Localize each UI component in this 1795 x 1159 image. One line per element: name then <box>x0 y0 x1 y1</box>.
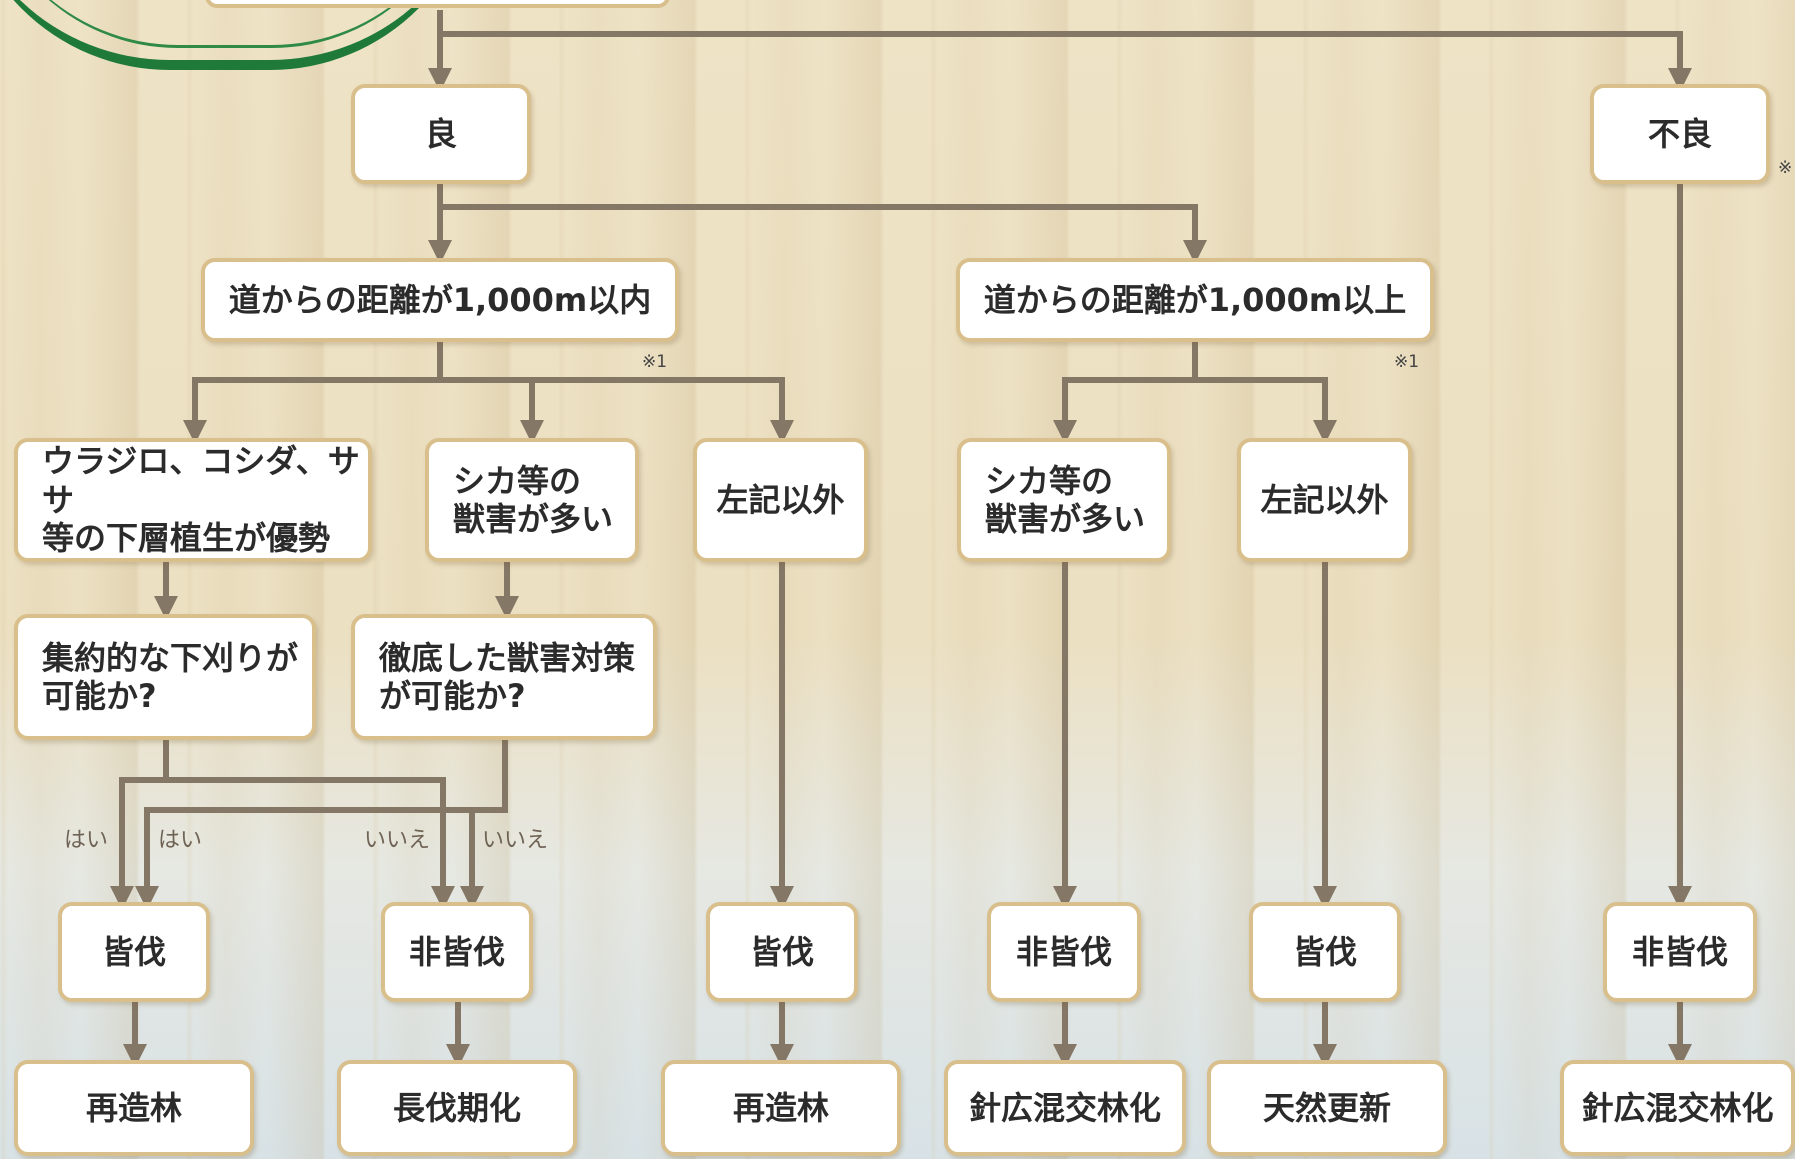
undergrowth-box: ウラジロ、コシダ、ササ 等の下層植生が優勢 <box>14 438 372 562</box>
other-box-a: 左記以外 <box>693 438 868 562</box>
deer-damage-box-a: シカ等の 獣害が多い <box>425 438 639 562</box>
other-box-b: 左記以外 <box>1237 438 1412 562</box>
clearcut-box-3: 皆伐 <box>1249 902 1401 1002</box>
connector-control-yes <box>135 807 472 910</box>
distance-beyond-box: 道からの距離が1,000m以上 <box>956 258 1434 342</box>
connector-weeding-no <box>166 777 455 910</box>
clearcut-box-2: 皆伐 <box>706 902 858 1002</box>
selective-box-3: 非皆伐 <box>1603 902 1757 1002</box>
connector-top-bar <box>440 31 1692 92</box>
selective-box-1: 非皆伐 <box>381 902 533 1002</box>
selective-box-2: 非皆伐 <box>987 902 1141 1002</box>
outcome-long-rotation: 長伐期化 <box>337 1060 577 1156</box>
distance-within-box: 道からの距離が1,000m以内 <box>201 258 679 342</box>
good-box: 良 <box>351 84 531 184</box>
label-no-2: いいえ <box>482 828 549 853</box>
outcome-mixed-forest-1: 針広混交林化 <box>944 1060 1186 1156</box>
deer-damage-box-b: シカ等の 獣害が多い <box>957 438 1171 562</box>
poor-box: 不良 <box>1590 84 1770 184</box>
outcome-natural-regeneration: 天然更新 <box>1207 1060 1447 1156</box>
connector-beyond-deer <box>1053 342 1198 444</box>
pest-control-question: 徹底した獣害対策 が可能か? <box>351 614 657 740</box>
intensive-weeding-question: 集約的な下刈りが 可能か? <box>14 614 316 740</box>
connector-weeding-yes <box>110 740 169 910</box>
connector-within-other <box>532 377 794 444</box>
label-yes-1: はい <box>64 828 109 853</box>
note-within: ※1 <box>642 352 668 372</box>
connector-within-deer <box>440 377 544 444</box>
label-yes-2: はい <box>158 828 203 853</box>
connector-beyond-other <box>1195 377 1337 444</box>
clearcut-box-1: 皆伐 <box>58 902 210 1002</box>
outcome-mixed-forest-2: 針広混交林化 <box>1560 1060 1795 1156</box>
outcome-reforestation-1: 再造林 <box>14 1060 254 1156</box>
connector-good-beyond <box>440 204 1207 264</box>
note-poor: ※ <box>1778 158 1793 178</box>
label-no-1: いいえ <box>364 828 431 853</box>
connector-within-split <box>183 342 443 444</box>
connector-control-no <box>460 740 508 910</box>
note-beyond: ※1 <box>1394 352 1420 372</box>
logo-arc-inner <box>0 0 470 48</box>
logo-arc <box>0 0 480 70</box>
outcome-reforestation-2: 再造林 <box>661 1060 901 1156</box>
